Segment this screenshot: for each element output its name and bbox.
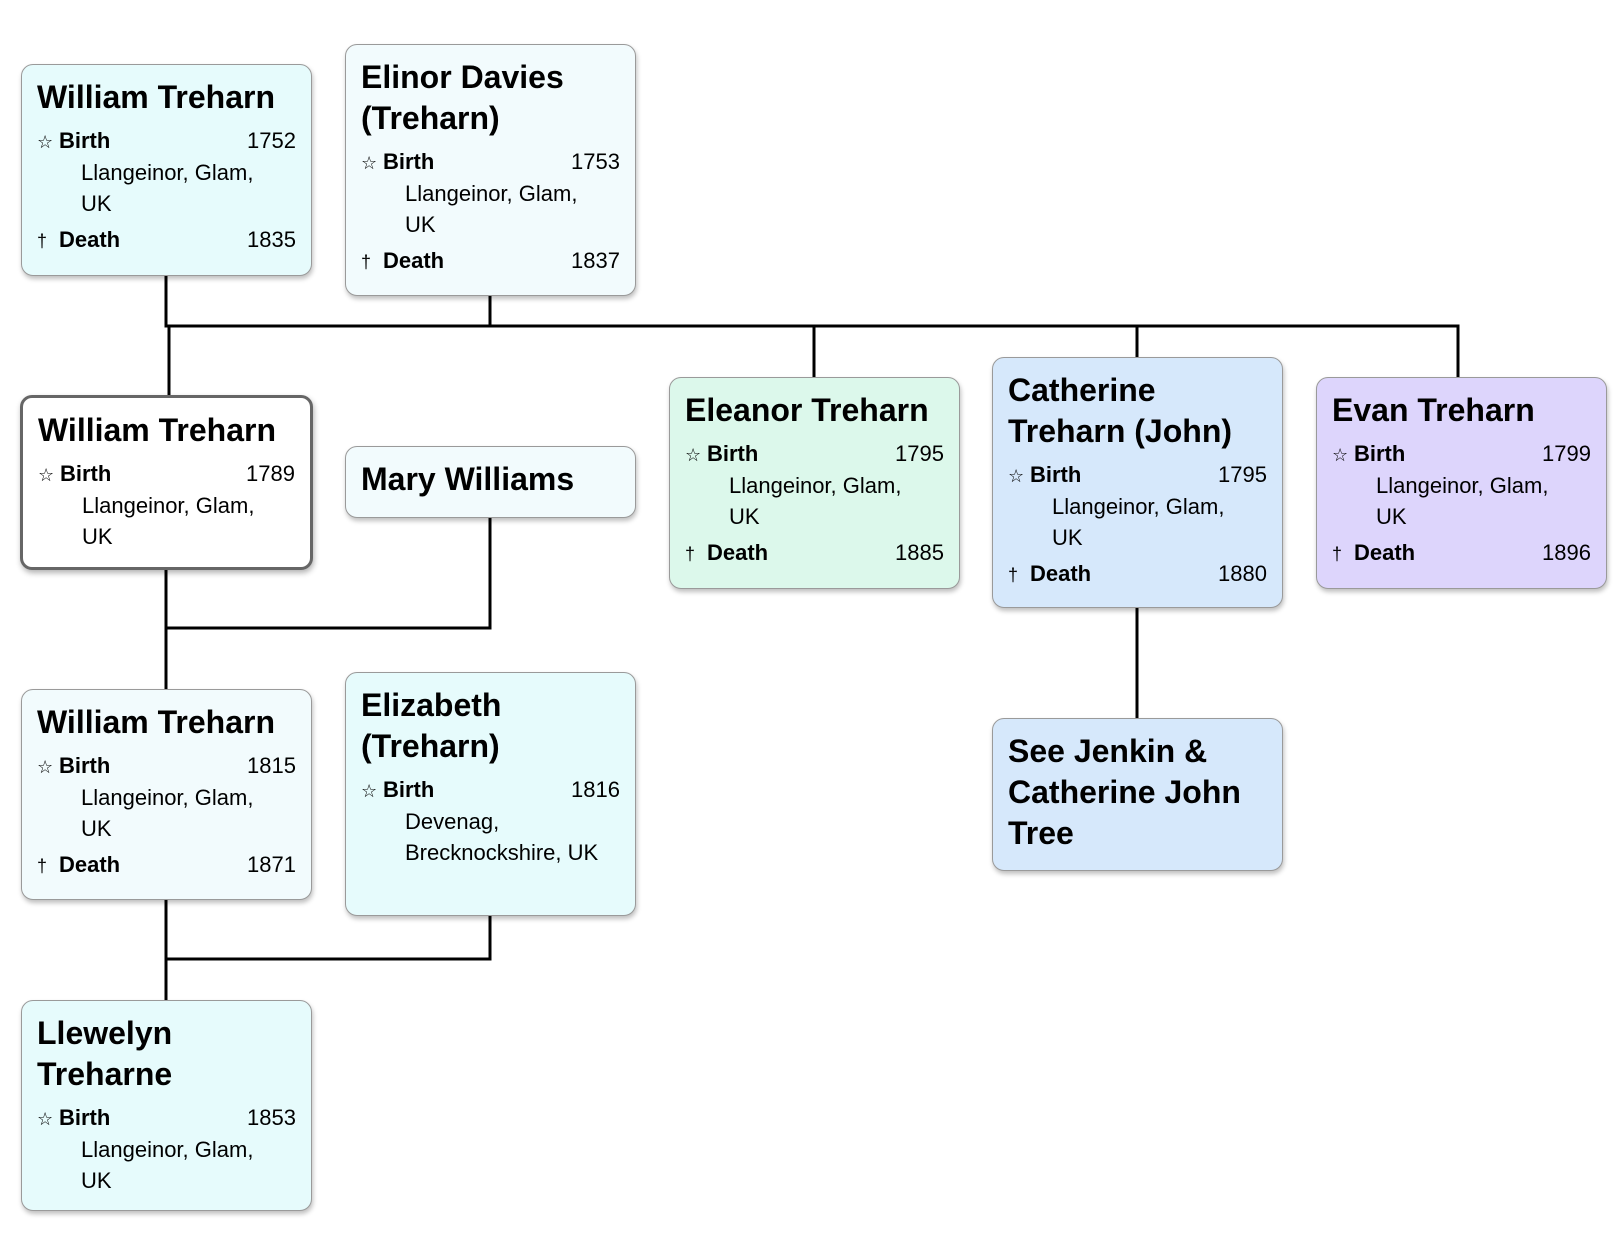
birth-place: Llangeinor, Glam, UK — [1376, 473, 1549, 529]
birth-label: Birth — [59, 128, 111, 153]
birth-place: Devenag, Brecknockshire, UK — [405, 809, 599, 865]
death-year: 1880 — [1218, 561, 1267, 586]
death-label: Death — [59, 227, 121, 252]
birth-label: Birth — [383, 149, 435, 174]
person-name: Mary Williams — [361, 461, 575, 497]
birth-fact: ☆Birth 1795 — [1008, 460, 1267, 491]
star-outline-icon: ☆ — [1008, 466, 1025, 486]
person-card-william-treharn-1752[interactable]: William Treharn ☆Birth 1752 Llangeinor, … — [21, 64, 312, 276]
birth-year: 1795 — [1218, 462, 1267, 487]
star-outline-icon: ☆ — [1332, 445, 1349, 465]
death-label: Death — [1030, 561, 1092, 586]
death-fact: † Death 1885 — [685, 538, 944, 569]
birth-label: Birth — [707, 441, 759, 466]
dagger-icon: † — [361, 252, 372, 272]
birth-fact: ☆Birth 1795 — [685, 439, 944, 470]
birth-fact: ☆Birth 1789 — [38, 459, 295, 490]
birth-fact: ☆Birth 1752 — [37, 126, 296, 157]
death-year: 1835 — [247, 227, 296, 252]
person-card-william-treharn-1815[interactable]: William Treharn ☆Birth 1815 Llangeinor, … — [21, 689, 312, 900]
death-label: Death — [1354, 540, 1416, 565]
person-name: Elizabeth (Treharn) — [361, 687, 502, 764]
person-card-see-jenkin-catherine-john-tree[interactable]: See Jenkin & Catherine John Tree — [992, 718, 1283, 871]
dagger-icon: † — [37, 231, 48, 251]
death-label: Death — [707, 540, 769, 565]
person-name: Catherine Treharn (John) — [1008, 372, 1233, 449]
death-year: 1885 — [895, 540, 944, 565]
birth-year: 1752 — [247, 128, 296, 153]
death-fact: † Death 1896 — [1332, 538, 1591, 569]
person-card-elizabeth-treharn[interactable]: Elizabeth (Treharn) ☆Birth 1816 Devenag,… — [345, 672, 636, 916]
birth-label: Birth — [1354, 441, 1406, 466]
dagger-icon: † — [685, 544, 696, 564]
person-card-evan-treharn[interactable]: Evan Treharn ☆Birth 1799 Llangeinor, Gla… — [1316, 377, 1607, 589]
person-card-william-treharn-1789[interactable]: William Treharn ☆Birth 1789 Llangeinor, … — [20, 395, 313, 570]
person-card-eleanor-treharn[interactable]: Eleanor Treharn ☆Birth 1795 Llangeinor, … — [669, 377, 960, 589]
person-card-catherine-treharn[interactable]: Catherine Treharn (John) ☆Birth 1795 Lla… — [992, 357, 1283, 608]
birth-label: Birth — [60, 461, 112, 486]
dagger-icon: † — [1008, 565, 1019, 585]
birth-fact: ☆Birth 1816 — [361, 775, 620, 806]
star-outline-icon: ☆ — [37, 132, 54, 152]
person-name: William Treharn — [37, 704, 275, 740]
star-outline-icon: ☆ — [37, 757, 54, 777]
birth-fact: ☆Birth 1753 — [361, 147, 620, 178]
birth-place: Llangeinor, Glam, UK — [81, 785, 254, 841]
dagger-icon: † — [37, 856, 48, 876]
birth-year: 1795 — [895, 441, 944, 466]
birth-place: Llangeinor, Glam, UK — [729, 473, 902, 529]
birth-year: 1789 — [246, 461, 295, 486]
death-year: 1837 — [571, 248, 620, 273]
death-label: Death — [59, 852, 121, 877]
star-outline-icon: ☆ — [361, 781, 378, 801]
birth-place: Llangeinor, Glam, UK — [82, 493, 255, 549]
birth-place: Llangeinor, Glam, UK — [405, 181, 578, 237]
person-name: William Treharn — [37, 79, 275, 115]
star-outline-icon: ☆ — [361, 153, 378, 173]
birth-label: Birth — [59, 1105, 111, 1130]
birth-fact: ☆Birth 1815 — [37, 751, 296, 782]
birth-label: Birth — [1030, 462, 1082, 487]
person-name: William Treharn — [38, 412, 276, 448]
death-fact: † Death 1871 — [37, 850, 296, 881]
person-name: Evan Treharn — [1332, 392, 1535, 428]
birth-label: Birth — [59, 753, 111, 778]
death-label: Death — [383, 248, 445, 273]
birth-place: Llangeinor, Glam, UK — [81, 160, 254, 216]
dagger-icon: † — [1332, 544, 1343, 564]
star-outline-icon: ☆ — [37, 1109, 54, 1129]
birth-fact: ☆Birth 1853 — [37, 1103, 296, 1134]
birth-place: Llangeinor, Glam, UK — [1052, 494, 1225, 550]
death-year: 1871 — [247, 852, 296, 877]
birth-year: 1815 — [247, 753, 296, 778]
birth-year: 1853 — [247, 1105, 296, 1130]
person-card-elinor-davies[interactable]: Elinor Davies (Treharn) ☆Birth 1753 Llan… — [345, 44, 636, 296]
person-name: See Jenkin & Catherine John Tree — [1008, 733, 1241, 851]
birth-label: Birth — [383, 777, 435, 802]
person-name: Eleanor Treharn — [685, 392, 929, 428]
birth-year: 1816 — [571, 777, 620, 802]
person-card-mary-williams[interactable]: Mary Williams — [345, 446, 636, 518]
star-outline-icon: ☆ — [685, 445, 702, 465]
birth-year: 1753 — [571, 149, 620, 174]
birth-place: Llangeinor, Glam, UK — [81, 1137, 254, 1193]
death-year: 1896 — [1542, 540, 1591, 565]
star-outline-icon: ☆ — [38, 465, 55, 485]
death-fact: † Death 1835 — [37, 225, 296, 256]
person-name: Llewelyn Treharne — [37, 1015, 173, 1092]
person-name: Elinor Davies (Treharn) — [361, 59, 564, 136]
birth-year: 1799 — [1542, 441, 1591, 466]
death-fact: † Death 1837 — [361, 246, 620, 277]
death-fact: † Death 1880 — [1008, 559, 1267, 590]
person-card-llewelyn-treharne[interactable]: Llewelyn Treharne ☆Birth 1853 Llangeinor… — [21, 1000, 312, 1211]
birth-fact: ☆Birth 1799 — [1332, 439, 1591, 470]
